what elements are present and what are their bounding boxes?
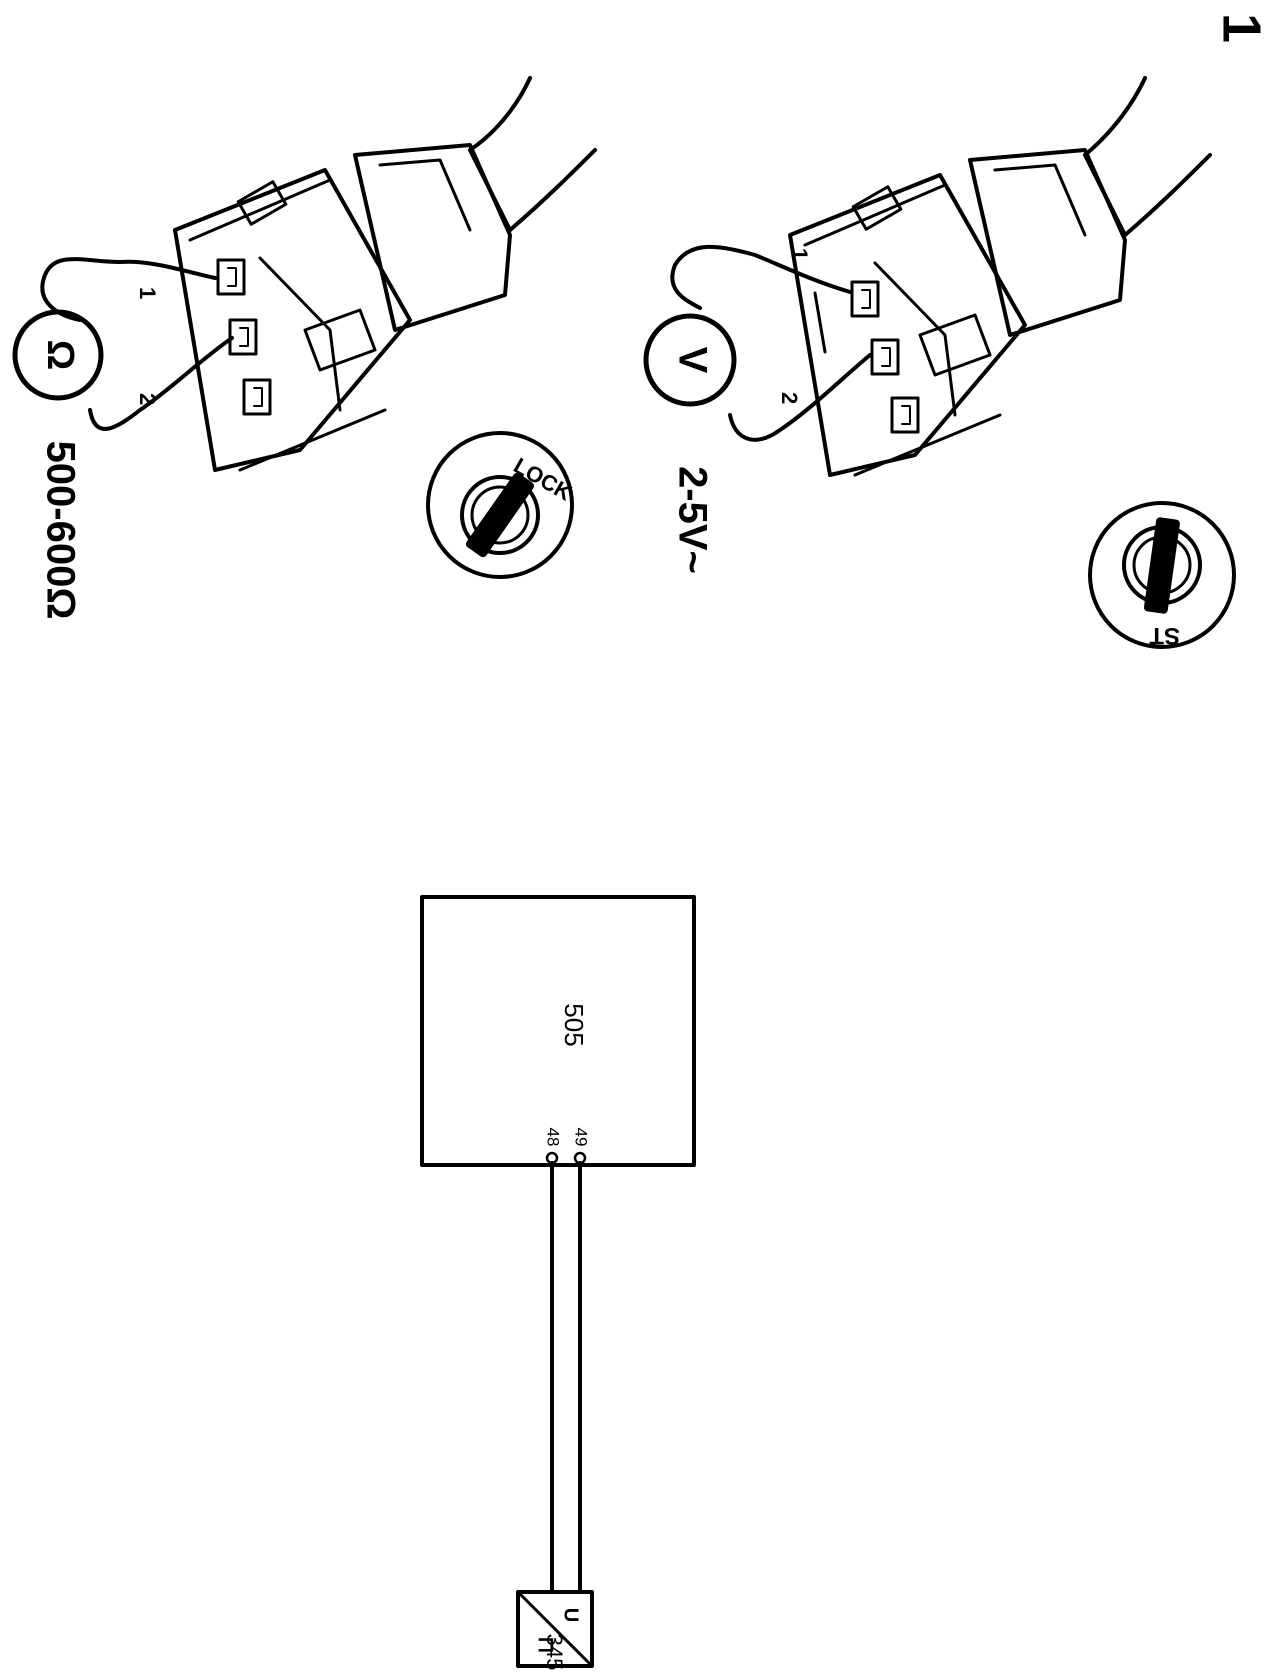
control-unit-505: 505 48 49 — [420, 895, 696, 1167]
ignition-lock-icon: ST — [1088, 501, 1236, 649]
wiring-schematic: 505 48 49 U ⊓ 345 — [420, 895, 696, 1671]
voltmeter-icon: V — [643, 313, 737, 407]
lead-1-label: 1 — [135, 287, 160, 299]
sensor-diagonal — [518, 1592, 592, 1666]
connector-icon — [788, 148, 1127, 477]
control-unit-id: 505 — [559, 1003, 589, 1046]
panel-resistance-test: 1 2 Ω 500-600Ω LOCK — [12, 76, 597, 620]
key-position-st: ST — [1149, 622, 1180, 649]
page-number-text: 1 — [1212, 13, 1272, 43]
lead-2-label: 2 — [135, 393, 160, 405]
pin-48-label: 48 — [544, 1128, 563, 1147]
cable-1-icon — [468, 76, 597, 232]
sensor-345: U ⊓ 345 — [516, 1590, 594, 1671]
sensor-id: 345 — [542, 1634, 567, 1671]
test-leads: 1 2 — [40, 257, 234, 431]
pin-49-label: 49 — [572, 1128, 591, 1147]
lead-1-label: 1 — [787, 248, 812, 260]
connector-icon — [173, 143, 512, 472]
voltage-value: 2-5V~ — [670, 466, 714, 574]
ignition-lock-icon: LOCK — [426, 431, 576, 579]
connector-pins — [216, 258, 272, 416]
lead-2-label: 2 — [777, 392, 802, 404]
cable-2-icon — [1083, 76, 1212, 237]
sensor-label-pulse: ⊓ — [534, 1636, 559, 1653]
sensor-label-u: U — [560, 1608, 582, 1622]
sensor-box — [516, 1590, 594, 1668]
voltmeter-symbol: V — [670, 347, 714, 374]
page-number: 1 — [1212, 13, 1272, 43]
connector-pins — [850, 280, 920, 434]
ohmmeter-symbol: Ω — [39, 340, 81, 370]
panel-voltage-test: 1 2 V 2-5V~ ST — [643, 76, 1236, 649]
ohmmeter-icon: Ω — [12, 309, 104, 401]
resistance-value: 500-600Ω — [38, 441, 82, 620]
test-leads: 1 2 — [670, 244, 872, 442]
